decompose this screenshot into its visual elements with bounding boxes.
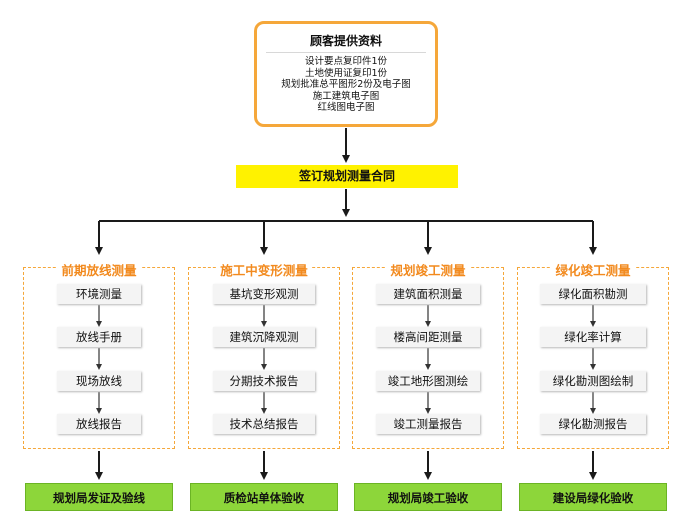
step-box: 绿化勘测报告	[540, 414, 646, 434]
step-box: 竣工地形图测绘	[376, 371, 480, 391]
step-box: 放线报告	[57, 414, 141, 434]
result-box: 规划局发证及验线	[25, 483, 173, 511]
step-box: 环境测量	[57, 284, 141, 304]
result-box: 建设局绿化验收	[519, 483, 667, 511]
client-materials-title: 顾客提供资料	[309, 34, 382, 48]
result-box: 规划局竣工验收	[354, 483, 502, 511]
client-item: 设计要点复印件1份	[304, 56, 388, 67]
column-planning-completion: 规划竣工测量 建筑面积测量 楼高间距测量 竣工地形图测绘 竣工测量报告	[352, 260, 504, 449]
column-greening-completion: 绿化竣工测量 绿化面积勘测 绿化率计算 绿化勘测图绘制 绿化勘测报告	[517, 260, 669, 449]
column-title: 规划竣工测量	[386, 263, 470, 279]
step-box: 绿化勘测图绘制	[540, 371, 646, 391]
step-box: 绿化率计算	[540, 327, 646, 347]
contract-bar: 签订规划测量合同	[236, 165, 458, 188]
step-arrows	[96, 305, 596, 414]
result-box: 质检站单体验收	[190, 483, 338, 511]
client-item: 规划批准总平图形2份及电子图	[281, 79, 411, 90]
column-title: 绿化竣工测量	[551, 263, 635, 279]
step-box: 绿化面积勘测	[540, 284, 646, 304]
client-item: 土地使用证复印1份	[304, 67, 388, 79]
step-box: 楼高间距测量	[376, 327, 480, 347]
column-title: 前期放线测量	[57, 263, 141, 279]
client-materials-box: 顾客提供资料 设计要点复印件1份 土地使用证复印1份 规划批准总平图形2份及电子…	[254, 21, 438, 127]
step-box: 竣工测量报告	[376, 414, 480, 434]
step-box: 基坑变形观测	[213, 284, 315, 304]
client-divider	[266, 52, 426, 53]
client-item: 红线图电子图	[317, 102, 375, 113]
client-item: 施工建筑电子图	[312, 90, 380, 102]
column-preliminary-layout: 前期放线测量 环境测量 放线手册 现场放线 放线报告	[23, 260, 175, 449]
step-box: 分期技术报告	[213, 371, 315, 391]
step-box: 建筑沉降观测	[213, 327, 315, 347]
step-box: 放线手册	[57, 327, 141, 347]
column-construction-deformation: 施工中变形测量 基坑变形观测 建筑沉降观测 分期技术报告 技术总结报告	[188, 260, 340, 449]
step-box: 建筑面积测量	[376, 284, 480, 304]
step-box: 技术总结报告	[213, 414, 315, 434]
column-title: 施工中变形测量	[216, 263, 312, 279]
step-box: 现场放线	[57, 371, 141, 391]
